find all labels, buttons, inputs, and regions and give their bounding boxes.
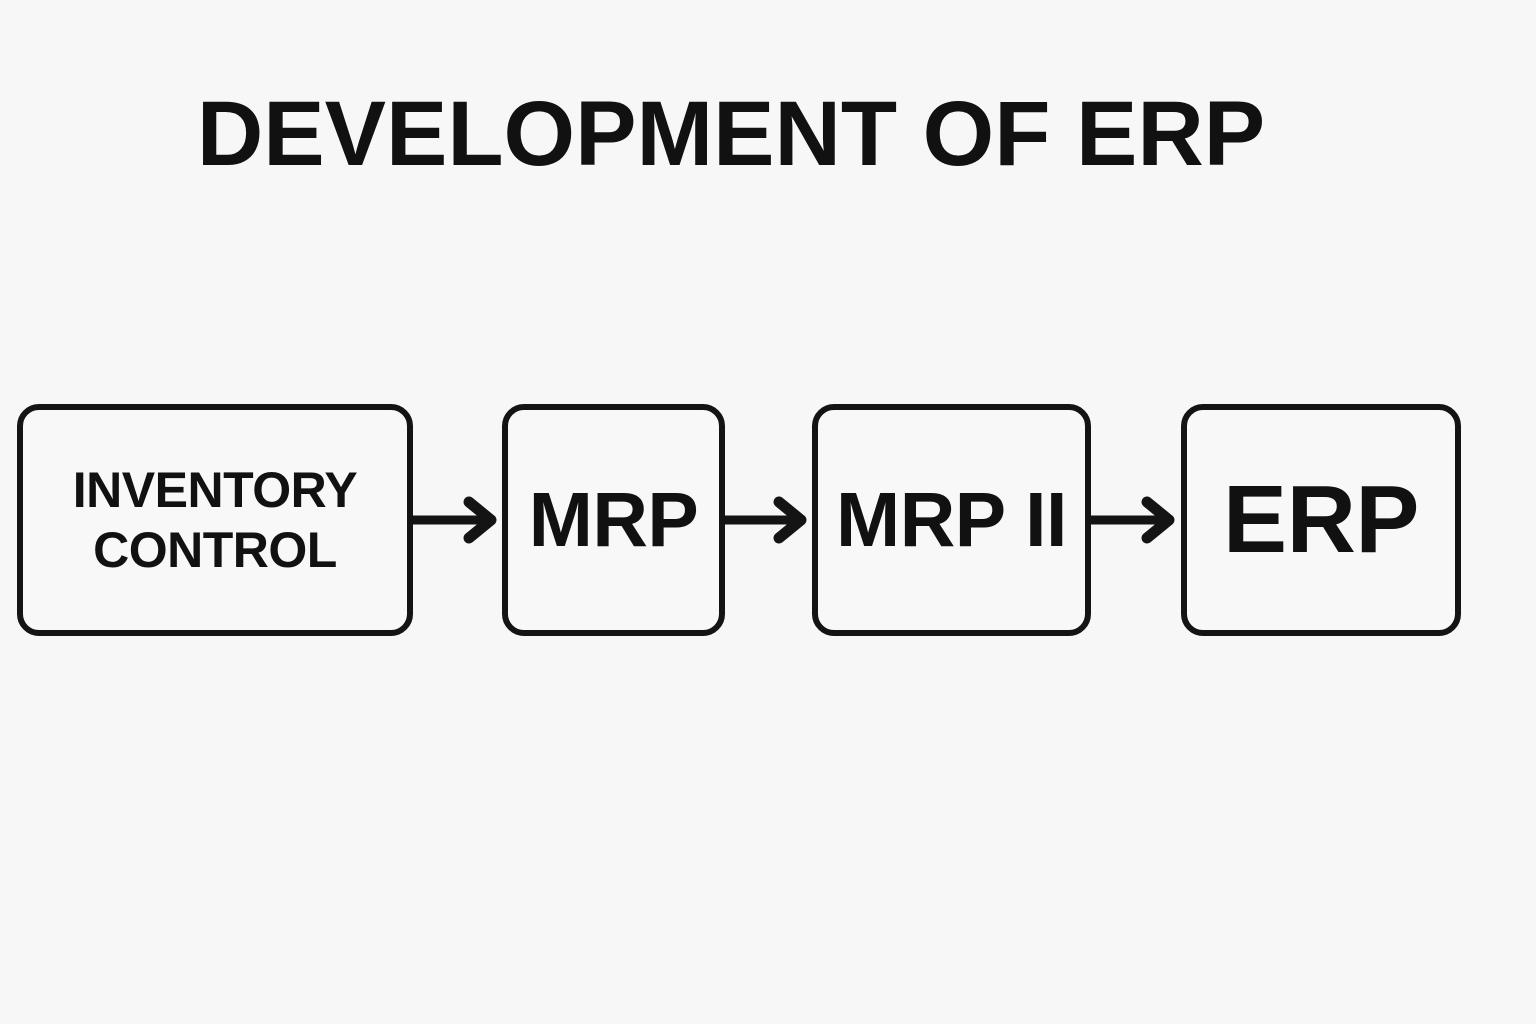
page-title: DEVELOPMENT OF ERP: [196, 83, 1266, 185]
flow-node-label-line1: INVENTORY: [72, 462, 358, 518]
process-flow: INVENTORY CONTROL MRP MRP II: [0, 404, 1536, 636]
flow-node-label: ERP: [1223, 466, 1419, 574]
flow-node-mrp[interactable]: MRP: [502, 404, 725, 636]
arrow-right-icon-3: [1090, 492, 1182, 548]
flow-node-label: MRP: [528, 476, 699, 563]
flow-node-label-line2: CONTROL: [93, 522, 337, 578]
flow-node-label: MRP II: [836, 476, 1067, 563]
arrow-right-icon-1: [412, 492, 504, 548]
arrow-right-icon-2: [724, 492, 814, 548]
flow-node-label: INVENTORY CONTROL: [65, 460, 365, 580]
flow-node-mrp-ii[interactable]: MRP II: [812, 404, 1091, 636]
flow-node-erp[interactable]: ERP: [1181, 404, 1461, 636]
flow-node-inventory-control[interactable]: INVENTORY CONTROL: [17, 404, 413, 636]
